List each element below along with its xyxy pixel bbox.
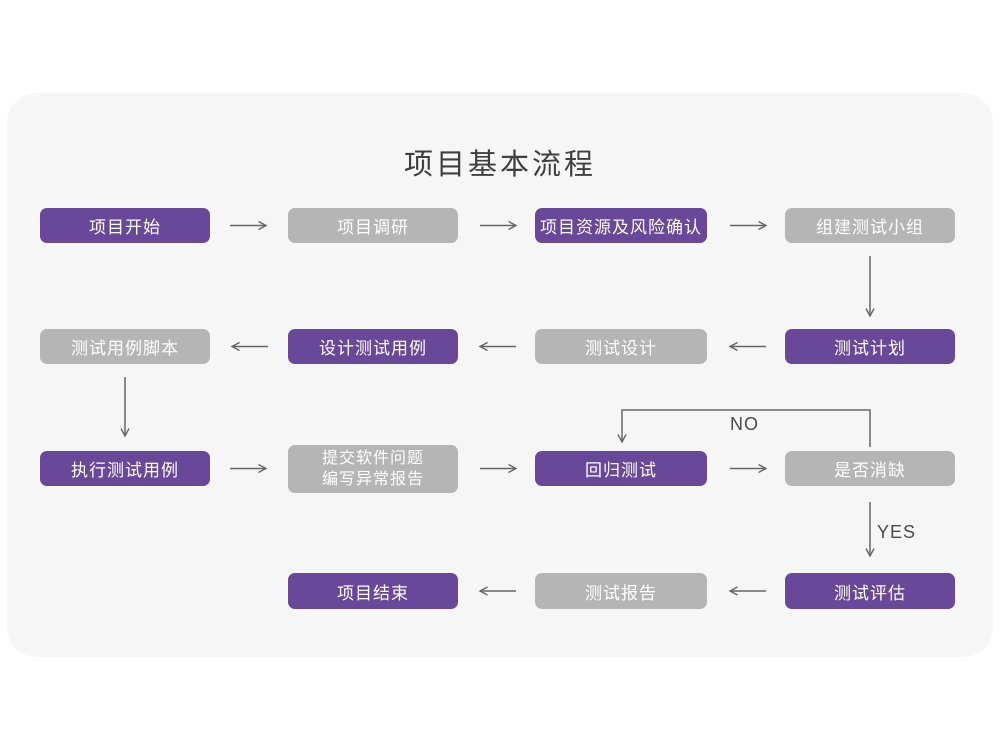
node-test-case-scripts: 测试用例脚本 <box>40 329 210 364</box>
node-project-end: 项目结束 <box>288 573 458 609</box>
branch-label-no: NO <box>730 414 759 434</box>
node-submit-problem-report-line1: 提交软件问题 <box>321 450 424 467</box>
node-regression-test: 回归测试 <box>535 451 707 486</box>
node-defect-cleared: 是否消缺 <box>785 451 955 486</box>
node-test-design: 测试设计 <box>535 329 707 364</box>
node-test-report: 测试报告 <box>535 573 707 609</box>
node-project-research: 项目调研 <box>288 208 458 243</box>
diagram-title: 项目基本流程 <box>403 149 596 181</box>
node-submit-problem-report: 提交软件问题 编写异常报告 <box>288 445 458 493</box>
node-test-evaluation: 测试评估 <box>785 573 955 609</box>
branch-label-yes: YES <box>877 522 917 542</box>
node-project-start: 项目开始 <box>40 208 210 243</box>
flowchart-card <box>7 93 993 657</box>
node-execute-test-cases: 执行测试用例 <box>40 451 210 486</box>
node-project-resources-risk: 项目资源及风险确认 <box>535 208 707 243</box>
node-test-plan: 测试计划 <box>785 329 955 364</box>
node-build-test-team: 组建测试小组 <box>785 208 955 243</box>
node-submit-problem-report-line2: 编写异常报告 <box>321 471 424 488</box>
node-design-test-cases: 设计测试用例 <box>288 329 458 364</box>
